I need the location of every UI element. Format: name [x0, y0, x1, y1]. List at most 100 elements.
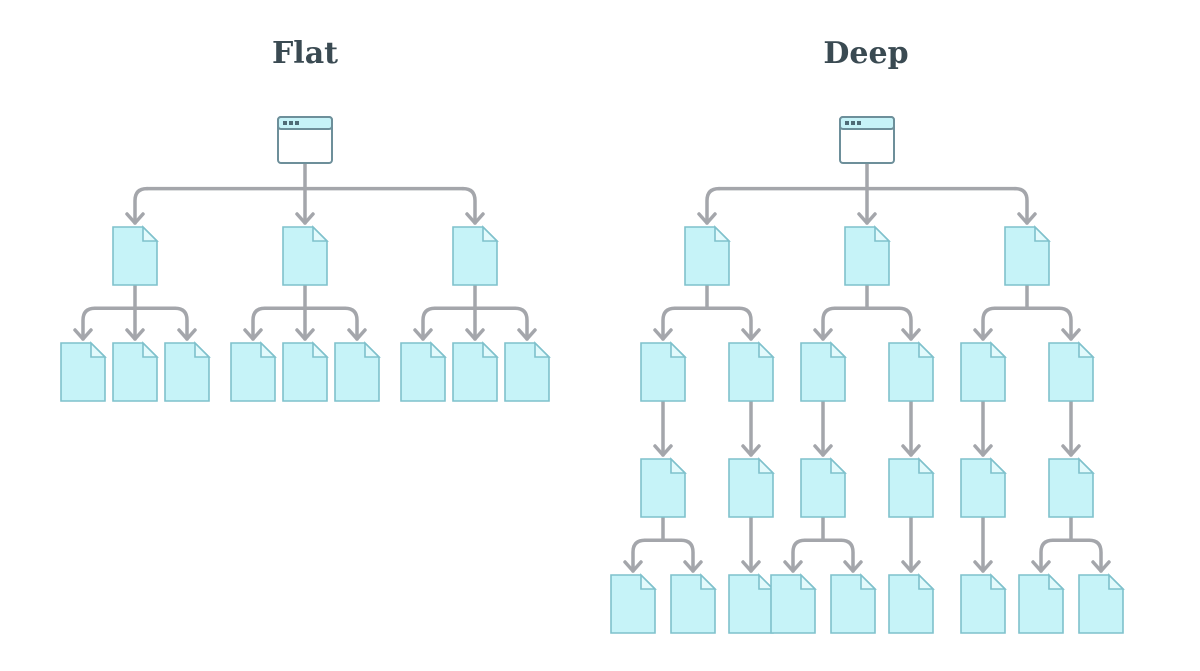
deep-0-branch-1	[737, 306, 753, 341]
flat-0-arrowhead-0	[73, 328, 93, 341]
deep-0-page-icon	[684, 225, 731, 286]
deep-0-0-page-icon	[640, 341, 687, 402]
flat-2-arrowhead-2	[517, 328, 537, 341]
deep-2-1-0-branch-0	[1039, 538, 1055, 573]
deep-0-0-0-1-page-icon	[670, 573, 717, 634]
deep-1-1-0-page-icon	[888, 457, 935, 518]
deep-2-1-0-page-icon	[1048, 457, 1095, 518]
flat-branch-2	[461, 186, 477, 225]
deep-branch-0	[705, 186, 721, 225]
flat-1-0-page-icon	[230, 341, 277, 402]
deep-2-1-0-branch-1	[1087, 538, 1103, 573]
deep-0-0-0-arrowhead-0	[623, 560, 643, 573]
deep-1-1-page-icon	[888, 341, 935, 402]
flat-2-page-icon	[452, 225, 499, 286]
flat-1-branch-0	[251, 306, 267, 341]
deep-title: Deep	[823, 36, 909, 71]
flat-0-arrowhead-1	[125, 328, 145, 341]
deep-2-arrowhead-1	[1061, 328, 1081, 341]
flat-arrowhead-2	[465, 212, 485, 225]
flat-1-branch-2	[343, 306, 359, 341]
deep-1-0-0-branch-0	[791, 538, 807, 573]
flat-1-arrowhead-0	[243, 328, 263, 341]
deep-2-1-0-1-page-icon	[1078, 573, 1125, 634]
flat-arrowhead-1	[295, 212, 315, 225]
flat-0-2-page-icon	[164, 341, 211, 402]
flat-1-2-page-icon	[334, 341, 381, 402]
deep-1-0-0-arrowhead-1	[843, 560, 863, 573]
flat-0-1-page-icon	[112, 341, 159, 402]
deep-2-0-0-page-icon	[960, 457, 1007, 518]
flat-1-arrowhead-1	[295, 328, 315, 341]
flat-branch-0	[133, 186, 149, 225]
flat-0-0-page-icon	[60, 341, 107, 402]
deep-0-1-0-page-icon	[728, 457, 775, 518]
flat-2-arrowhead-1	[465, 328, 485, 341]
deep-0-0-0-branch-1	[679, 538, 695, 573]
deep-arrowhead-2	[1017, 212, 1037, 225]
deep-arrowhead-1	[857, 212, 877, 225]
flat-1-1-page-icon	[282, 341, 329, 402]
flat-1-page-icon	[282, 225, 329, 286]
connectors	[73, 161, 1111, 573]
flat-0-arrowhead-2	[177, 328, 197, 341]
deep-2-1-0-arrowhead-0	[1031, 560, 1051, 573]
deep-1-0-arrowhead	[813, 444, 833, 457]
deep-2-1-0-0-page-icon	[1018, 573, 1065, 634]
deep-1-1-arrowhead	[901, 444, 921, 457]
deep-0-arrowhead-0	[653, 328, 673, 341]
deep-browser-window-icon	[839, 116, 895, 164]
deep-2-0-0-0-page-icon	[960, 573, 1007, 634]
deep-2-0-0-arrowhead	[973, 560, 993, 573]
deep-1-arrowhead-1	[901, 328, 921, 341]
deep-2-0-page-icon	[960, 341, 1007, 402]
deep-1-0-0-page-icon	[800, 457, 847, 518]
deep-1-0-page-icon	[800, 341, 847, 402]
deep-1-1-0-0-page-icon	[888, 573, 935, 634]
flat-2-0-page-icon	[400, 341, 447, 402]
deep-1-branch-1	[897, 306, 913, 341]
deep-branch-2	[1013, 186, 1029, 225]
deep-0-1-arrowhead	[741, 444, 761, 457]
flat-2-arrowhead-0	[413, 328, 433, 341]
deep-0-0-0-arrowhead-1	[683, 560, 703, 573]
deep-2-arrowhead-0	[973, 328, 993, 341]
flat-2-2-page-icon	[504, 341, 551, 402]
flat-2-1-page-icon	[452, 341, 499, 402]
deep-2-1-page-icon	[1048, 341, 1095, 402]
deep-0-0-0-branch-0	[631, 538, 647, 573]
deep-2-0-arrowhead	[973, 444, 993, 457]
deep-1-page-icon	[844, 225, 891, 286]
deep-2-branch-1	[1057, 306, 1073, 341]
nodes	[60, 116, 1125, 634]
deep-0-arrowhead-1	[741, 328, 761, 341]
flat-browser-window-icon	[277, 116, 333, 164]
deep-0-0-0-page-icon	[640, 457, 687, 518]
deep-1-0-0-arrowhead-0	[783, 560, 803, 573]
deep-0-1-page-icon	[728, 341, 775, 402]
deep-0-0-arrowhead	[653, 444, 673, 457]
deep-1-0-0-1-page-icon	[830, 573, 877, 634]
deep-0-0-0-0-page-icon	[610, 573, 657, 634]
deep-2-1-arrowhead	[1061, 444, 1081, 457]
deep-0-1-0-arrowhead	[741, 560, 761, 573]
deep-0-1-0-0-page-icon	[728, 573, 775, 634]
deep-1-0-0-branch-1	[839, 538, 855, 573]
deep-1-arrowhead-0	[813, 328, 833, 341]
deep-1-0-0-0-page-icon	[770, 573, 817, 634]
deep-1-1-0-arrowhead	[901, 560, 921, 573]
flat-2-branch-0	[421, 306, 437, 341]
deep-2-1-0-arrowhead-1	[1091, 560, 1111, 573]
flat-arrowhead-0	[125, 212, 145, 225]
deep-arrowhead-0	[697, 212, 717, 225]
deep-1-branch-0	[821, 306, 837, 341]
flat-0-page-icon	[112, 225, 159, 286]
deep-2-branch-0	[981, 306, 997, 341]
deep-2-page-icon	[1004, 225, 1051, 286]
flat-1-arrowhead-2	[347, 328, 367, 341]
flat-0-branch-0	[81, 306, 97, 341]
deep-0-branch-0	[661, 306, 677, 341]
flat-2-branch-2	[513, 306, 529, 341]
flat-title: Flat	[272, 36, 338, 71]
